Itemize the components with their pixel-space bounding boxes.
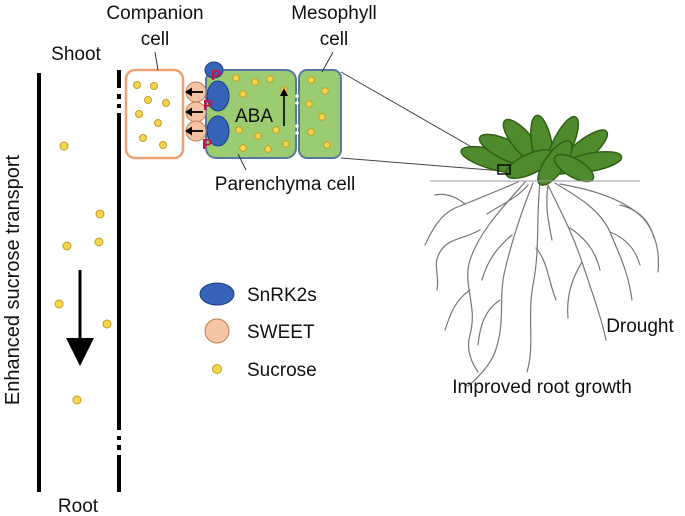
sucrose-efflux-arrows [185,87,203,136]
parenchyma-leader-line [237,153,247,171]
legend-item-sweet: SWEET [204,318,315,344]
legend: SnRK2s SWEET Sucrose [199,282,317,381]
sucrose-dot [239,144,247,152]
sucrose-dot [307,76,315,84]
sucrose-dot [254,132,262,140]
plasmodesmata [295,94,299,135]
phloem-vessel [37,70,121,492]
sucrose-dot [59,141,69,151]
sucrose-dot [133,81,141,89]
sucrose-dot [135,110,143,118]
legend-item-sucrose: Sucrose [212,360,317,381]
plant-rosette [460,114,623,186]
sucrose-dot [232,74,240,82]
sucrose-dot [150,82,158,90]
zoom-box [497,164,511,175]
sucrose-dot [54,299,64,309]
parenchyma-sucrose [232,74,331,153]
sucrose-dot [235,126,243,134]
sucrose-dot [282,140,290,148]
sucrose-dot [264,145,272,153]
sucrose-dot [62,241,72,251]
companion-cell-sucrose [133,81,170,149]
sucrose-dot [323,141,331,149]
sucrose-dot [159,141,167,149]
root-system [424,181,660,387]
sucrose-dot [154,119,162,127]
phospho-marker: P [203,97,213,114]
sucrose-dot [266,75,274,83]
snrk2-swatch [199,282,235,306]
sucrose-dot [102,319,112,329]
sucrose-dot [95,209,105,219]
transport-arrow [66,270,94,366]
shoot-label: Shoot [51,44,101,65]
snrk2-kinase [206,80,230,112]
aba-label: ABA [235,106,273,127]
sucrose-dot [321,87,329,95]
sucrose-dot [144,96,152,104]
legend-label: SnRK2s [247,285,317,306]
phloem-sucrose [54,141,112,405]
snrk2-kinases [204,61,230,147]
sucrose-dot [251,78,259,86]
drought-label: Drought [606,316,674,337]
sucrose-dot [272,126,280,134]
sucrose-dot [305,100,313,108]
sweet-swatch [204,318,230,344]
mesophyll-cell-label: Mesophyll [291,3,377,24]
leaf [553,153,595,183]
sucrose-dot [139,134,147,142]
phospho-marker: P [211,67,221,84]
sucrose-dot [307,128,315,136]
aba-arrow [280,88,288,126]
mesophyll-leader-line [321,51,334,73]
companion-cell-label: cell [141,29,170,50]
legend-item-snrk2: SnRK2s [199,282,317,306]
companion-cell-label: Companion [106,3,203,24]
sucrose-dot [94,237,104,247]
companion-leader-line [154,51,159,71]
snrk2-kinase [206,115,230,147]
legend-label: SWEET [247,322,315,343]
sucrose-swatch [212,364,222,374]
root-growth-label: Improved root growth [452,377,632,398]
legend-label: Sucrose [247,360,317,381]
sucrose-dot [239,90,247,98]
snrk2-kinase [204,61,224,79]
sucrose-dot [72,395,82,405]
transport-label: Enhanced sucrose transport [2,154,24,405]
root-label: Root [58,496,99,516]
parenchyma-cell-label: Parenchyma cell [215,174,355,195]
sucrose-dot [318,113,326,121]
mesophyll-cell-label: cell [320,29,349,50]
phospho-marker: P [202,136,212,153]
sucrose-dot [162,99,170,107]
